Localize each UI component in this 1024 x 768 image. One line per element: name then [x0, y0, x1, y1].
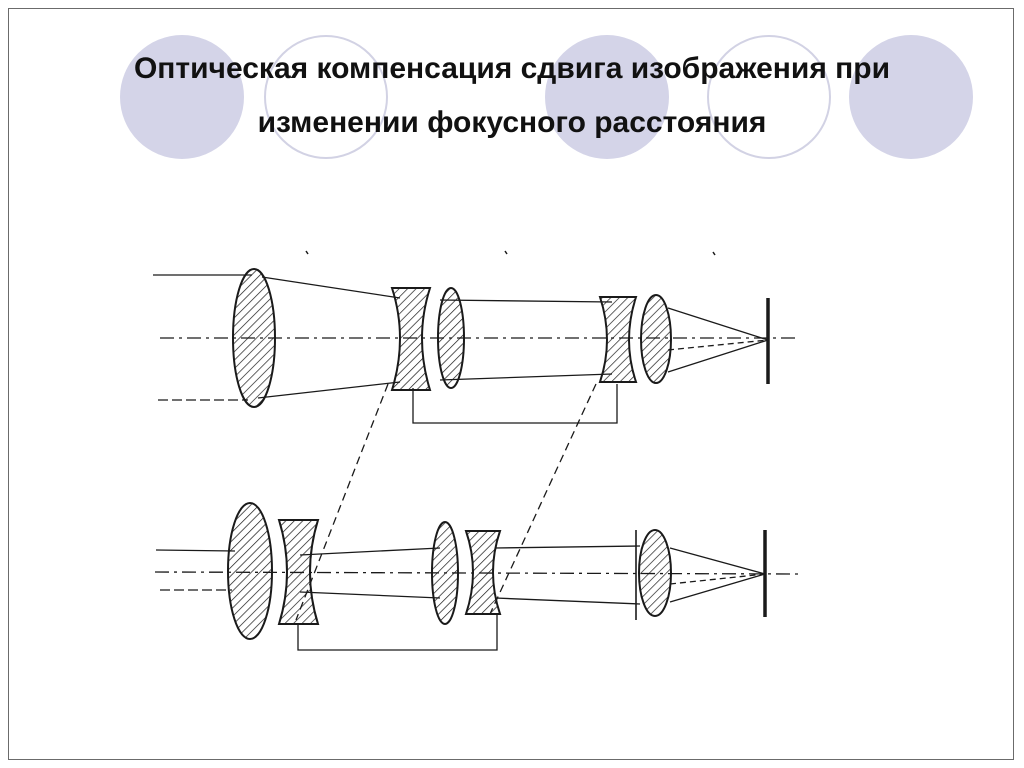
- top-positive-lens-2: [437, 287, 465, 389]
- top-mechanical-link: [412, 384, 618, 424]
- tick-mark: [712, 251, 716, 256]
- decorative-circle-ring-2: [707, 35, 831, 159]
- connector-dashed-1: [295, 383, 389, 621]
- title-line-2: изменении фокусного расстояния: [257, 106, 767, 139]
- top-negative-lens-3: [598, 296, 638, 383]
- bottom-ray-3: [494, 545, 641, 549]
- top-rear-positive-lens: [640, 294, 672, 384]
- bottom-negative-lens-1: [277, 519, 320, 625]
- decorative-circle-ring-1: [264, 35, 388, 159]
- top-ray-3: [439, 299, 613, 303]
- top-front-positive-lens: [232, 268, 276, 408]
- slide-frame: [8, 8, 1014, 760]
- tick-mark: [305, 250, 309, 255]
- top-ray-2: [257, 381, 401, 399]
- bottom-ray-2: [299, 591, 441, 599]
- top-ray-5: [667, 307, 769, 341]
- connector-dashed-2: [489, 383, 597, 615]
- bottom-ray-4: [494, 597, 641, 605]
- bottom-front-positive-lens: [227, 502, 273, 640]
- slide-title: Оптическая компенсация сдвига изображени…: [40, 42, 984, 150]
- decorative-circle-filled-2: [545, 35, 669, 159]
- tick-mark: [504, 250, 508, 255]
- top-negative-lens-1: [390, 287, 432, 391]
- bottom-ray-1: [299, 547, 441, 556]
- bottom-ray-7: [669, 573, 766, 585]
- bottom-mechanical-link: [297, 614, 498, 651]
- bottom-rear-positive-lens: [638, 529, 672, 617]
- decorative-circle-filled-3: [849, 35, 973, 159]
- bottom-ray-6: [669, 573, 766, 603]
- title-line-1: Оптическая компенсация сдвига изображени…: [133, 52, 891, 85]
- bottom-ray-5: [669, 547, 766, 575]
- top-ray-7: [667, 339, 769, 351]
- top-configuration: [153, 250, 795, 424]
- decorative-circle-filled-1: [120, 35, 244, 159]
- bottom-negative-lens-3: [464, 530, 502, 615]
- bottom-positive-lens-2: [431, 521, 459, 625]
- top-ray-6: [667, 339, 769, 373]
- bottom-incoming-ray-upper: [155, 549, 236, 552]
- top-ray-4: [439, 373, 613, 381]
- bottom-configuration: [154, 530, 801, 651]
- top-ray-1: [261, 276, 401, 299]
